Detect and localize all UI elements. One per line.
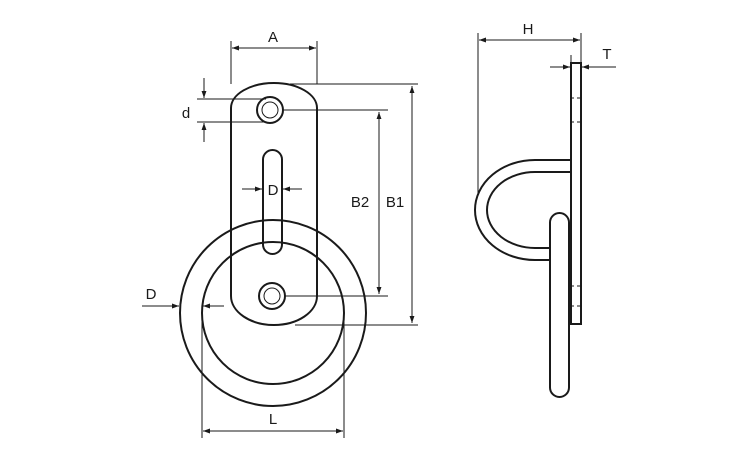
ring-inner — [201, 241, 345, 385]
center-slot — [262, 149, 283, 255]
side-view: H T — [474, 21, 616, 398]
side-ring — [549, 212, 570, 398]
side-staple-outer — [474, 159, 571, 261]
dim-A-label: A — [268, 29, 278, 46]
dim-B2-label: B2 — [351, 194, 369, 211]
dim-D-ring-label: D — [146, 286, 157, 303]
bottom-hole-outer — [258, 282, 286, 310]
dim-d-label: d — [182, 105, 190, 122]
dim-B1-label: B1 — [386, 194, 404, 211]
dim-H-label: H — [523, 21, 534, 38]
ring-outer — [179, 219, 367, 407]
bottom-hole-inner — [263, 287, 281, 305]
dim-D-slot-label: D — [268, 182, 279, 199]
dim-T-label: T — [602, 46, 611, 63]
top-hole-outer — [256, 96, 284, 124]
side-plate — [570, 62, 582, 325]
dim-L-label: L — [269, 411, 277, 428]
top-hole-inner — [261, 101, 279, 119]
front-view: A d D B2 B1 D L — [142, 29, 418, 438]
side-staple-inner — [486, 171, 571, 249]
